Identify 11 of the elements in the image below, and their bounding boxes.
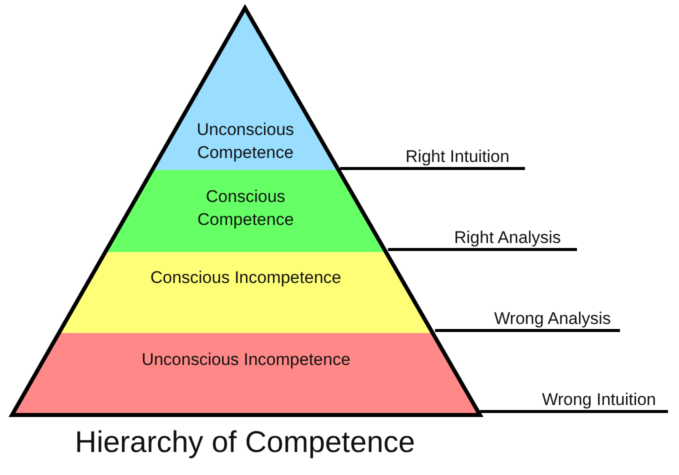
underlined-label: Wrong Analysis — [435, 308, 620, 332]
tier-label: Conscious Competence — [196, 186, 295, 231]
tier-label: Unconscious Incompetence — [140, 349, 352, 371]
diagram-title: Hierarchy of Competence — [74, 426, 416, 460]
pyramid-tier — [58, 252, 433, 333]
tier-label: Conscious Incompetence — [149, 267, 342, 289]
underlined-label: Right Intuition — [340, 146, 525, 170]
underlined-label: Wrong Intuition — [480, 389, 668, 413]
pyramid-tier — [105, 170, 386, 252]
tier-label: Unconscious Competence — [196, 119, 296, 164]
underlined-label: Right Analysis — [388, 227, 577, 251]
